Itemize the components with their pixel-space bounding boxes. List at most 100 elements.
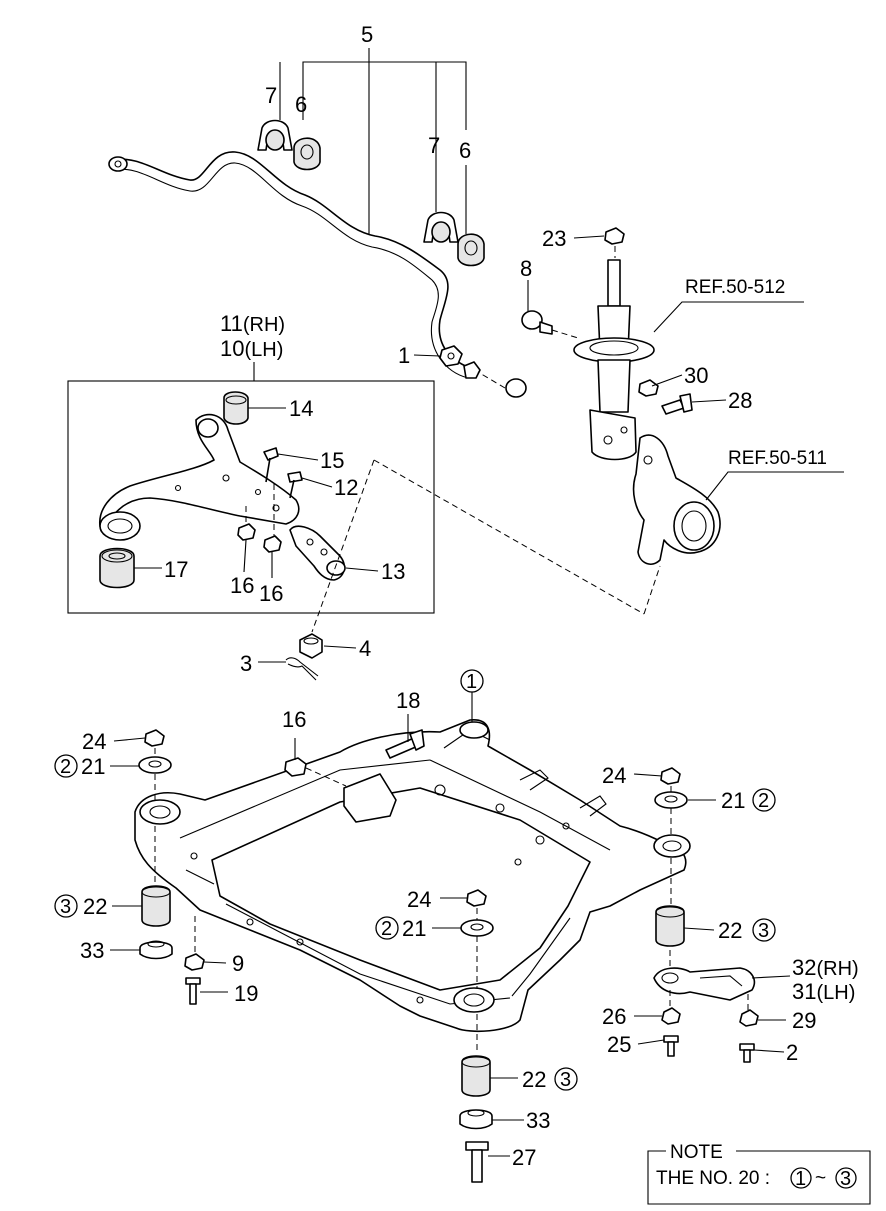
callout-2: 2	[786, 1040, 798, 1065]
bushing-17	[99, 547, 135, 589]
stopper-33-center	[459, 1109, 493, 1130]
svg-text:3: 3	[840, 1168, 851, 1190]
nut-24-left	[144, 729, 165, 747]
marker-2-right: 2	[752, 788, 776, 812]
nut-9	[184, 953, 205, 971]
bushing-22-right	[655, 905, 685, 947]
note-title: NOTE	[670, 1142, 723, 1163]
callout-1: 1	[398, 343, 410, 368]
note-box: NOTE THE NO. 20 : 1 ~ 3	[647, 1142, 871, 1205]
stopper-33-left	[139, 940, 173, 960]
svg-text:3: 3	[560, 1069, 571, 1091]
bracket-7-left	[257, 119, 293, 151]
nut-1	[439, 345, 463, 367]
callout-33-center: 33	[526, 1108, 550, 1133]
callout-15: 15	[320, 448, 344, 473]
svg-text:2: 2	[381, 918, 392, 940]
nut-16-b	[263, 535, 282, 553]
nut-16-a	[237, 523, 256, 541]
bushing-22-center	[461, 1055, 491, 1097]
callout-29: 29	[792, 1008, 816, 1033]
bushing-14	[223, 391, 249, 425]
callout-16-c: 16	[282, 707, 306, 732]
washer-21-right	[654, 791, 688, 809]
marker-3-left: 3	[54, 894, 78, 918]
callout-9: 9	[232, 951, 244, 976]
note-range-end-marker: 3	[835, 1167, 857, 1190]
callout-28: 28	[728, 388, 752, 413]
bushing-6-right	[457, 233, 485, 267]
callout-22-center: 22	[522, 1067, 546, 1092]
callout-7-right: 7	[428, 133, 440, 158]
crossmember-subframe	[134, 719, 691, 1033]
marker-2-center: 2	[375, 916, 399, 940]
callout-19: 19	[234, 981, 258, 1006]
callout-17: 17	[164, 557, 188, 582]
callout-23: 23	[542, 226, 566, 251]
callout-5: 5	[361, 22, 373, 47]
callout-6-right: 6	[459, 138, 471, 163]
svg-text:1: 1	[466, 671, 477, 693]
callout-24-left: 24	[82, 729, 106, 754]
svg-text:2: 2	[60, 756, 71, 778]
bracket-7-right	[423, 211, 459, 243]
bolt-27	[465, 1141, 489, 1183]
callout-30: 30	[684, 363, 708, 388]
callout-10: 10(LH)	[220, 336, 283, 361]
bracket-32-31	[653, 967, 756, 1001]
bolt-25	[663, 1035, 679, 1057]
bolt-18	[385, 729, 425, 759]
note-range-separator: ~	[815, 1168, 826, 1189]
callout-24-center: 24	[407, 887, 431, 912]
nut-30	[638, 379, 659, 397]
callout-21-left: 21	[81, 754, 105, 779]
nut-24-right	[660, 767, 681, 785]
lower-arm-group-box	[67, 380, 435, 614]
bolt-28	[661, 393, 693, 415]
callout-33-left: 33	[80, 938, 104, 963]
callout-22-right: 22	[718, 918, 742, 943]
callout-27: 27	[512, 1145, 536, 1170]
steering-knuckle	[632, 434, 721, 565]
note-range-start-marker: 1	[790, 1167, 812, 1190]
callout-31: 31(LH)	[792, 979, 855, 1004]
callout-13: 13	[381, 559, 405, 584]
callout-8: 8	[520, 256, 532, 281]
callout-4: 4	[359, 636, 371, 661]
bushing-22-left	[141, 885, 171, 927]
cotter-pin-3	[285, 657, 319, 681]
bolt-12	[287, 471, 303, 499]
nut-23	[604, 227, 625, 258]
bolt-15	[263, 447, 279, 483]
lower-arm	[99, 413, 300, 541]
marker-1-top: 1	[460, 669, 484, 693]
ref-strut-label: REF.50-512	[685, 277, 785, 298]
marker-3-bottom: 3	[554, 1067, 578, 1091]
nut-16-c	[284, 757, 347, 787]
callout-26: 26	[602, 1004, 626, 1029]
bolt-2	[739, 1043, 755, 1063]
svg-text:1: 1	[795, 1168, 806, 1190]
stabilizer-link-8	[477, 310, 579, 398]
castle-nut-4	[299, 633, 323, 659]
callout-16-a: 16	[230, 573, 254, 598]
callout-12: 12	[334, 475, 358, 500]
strut-assembly	[573, 259, 655, 461]
callout-24-right: 24	[602, 763, 626, 788]
callout-14: 14	[289, 396, 313, 421]
marker-2-left: 2	[54, 754, 78, 778]
ref-knuckle-label: REF.50-511	[728, 448, 827, 469]
svg-text:3: 3	[60, 896, 71, 918]
dash-balljoint-knuckle	[373, 459, 645, 615]
leader-lines	[110, 48, 844, 1157]
nut-29	[739, 1009, 759, 1027]
bolt-19	[185, 977, 201, 1005]
washer-21-center	[460, 919, 494, 937]
callout-21-right: 21	[721, 788, 745, 813]
ball-joint-13	[289, 525, 346, 581]
link-nut	[463, 361, 481, 379]
callout-18: 18	[396, 688, 420, 713]
callout-11: 11(RH)	[220, 311, 285, 336]
callout-21-center: 21	[402, 916, 426, 941]
